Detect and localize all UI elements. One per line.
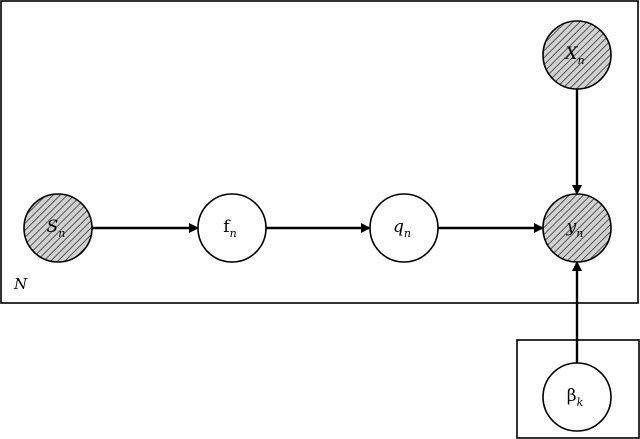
- node-s-subscript: n: [58, 227, 65, 240]
- node-y-symbol: y: [566, 217, 577, 237]
- node-y-label: yn: [566, 217, 584, 240]
- node-x-subscript: n: [578, 54, 585, 67]
- node-x-label: Xn: [563, 44, 584, 67]
- node-x-symbol: X: [563, 44, 578, 64]
- node-q-circle: [369, 193, 439, 263]
- node-f-symbol: f: [223, 217, 231, 237]
- node-q-symbol: q: [393, 217, 404, 237]
- node-f-label: fn: [223, 217, 236, 240]
- node-s: Sn: [23, 193, 93, 263]
- node-s-circle: [23, 193, 93, 263]
- node-beta: βk: [542, 362, 612, 432]
- node-q: qn: [369, 193, 439, 263]
- node-y-circle: [542, 193, 612, 263]
- node-q-subscript: n: [404, 227, 411, 240]
- node-x-circle: [542, 20, 612, 90]
- node-s-symbol: S: [47, 217, 59, 237]
- edges-layer: [92, 89, 582, 363]
- node-beta-circle: [542, 362, 612, 432]
- node-q-label: qn: [393, 217, 411, 240]
- node-y-subscript: n: [576, 227, 583, 240]
- node-beta-symbol: β: [567, 386, 577, 406]
- node-f: fn: [197, 193, 267, 263]
- node-s-label: Sn: [47, 217, 66, 240]
- node-f-subscript: n: [230, 227, 237, 240]
- node-beta-subscript: k: [577, 396, 584, 409]
- node-f-circle: [197, 193, 267, 263]
- node-x: Xn: [542, 20, 612, 90]
- plate-n: [0, 0, 639, 304]
- node-y: yn: [542, 193, 612, 263]
- node-beta-label: βk: [567, 386, 584, 409]
- plate-n-label: N: [13, 275, 28, 293]
